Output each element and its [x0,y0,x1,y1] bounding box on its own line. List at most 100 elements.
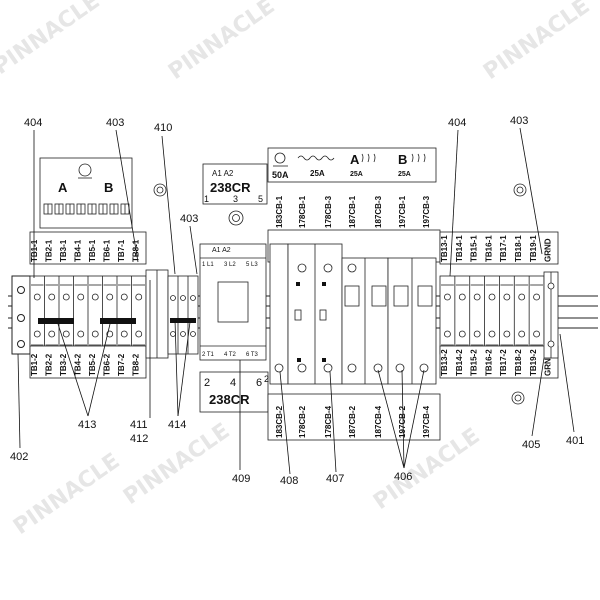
leader-lines [17,127,575,475]
terminal-label: TB1-1 [30,239,39,262]
jumper-bar [100,318,136,324]
breaker-label: 183CB-1 [275,195,284,228]
callout-404: 404 [24,117,42,129]
watermark: PINNACLE [479,0,594,85]
terminal-label: TB8-2 [132,353,141,376]
terminal-label: TB15-1 [470,235,479,262]
right-end-clamp [543,271,559,359]
label-strip-bottom-right [439,345,559,379]
terminal-label: TB19-1 [529,235,538,262]
terminal-label: TB2-2 [45,353,54,376]
relay-238cr [199,163,269,413]
terminal-label: TB5-2 [88,353,97,376]
terminal-label: TB14-1 [455,235,464,262]
callout-407: 407 [326,473,344,485]
breaker-label: 197CB-4 [422,405,431,438]
rating-amps: 25A [398,171,411,178]
terminal-label: TB13-1 [440,235,449,262]
terminal-label: TB6-2 [103,353,112,376]
label-strip-top-right [439,231,559,265]
breaker-label: 197CB-1 [398,195,407,228]
legend-label-a: A [58,180,68,195]
callout-413: 413 [78,419,96,431]
callout-403: 403 [510,115,528,127]
callout-411: 411 [130,419,148,431]
terminal-label: TB15-2 [470,349,479,376]
breaker-label: 183CB-2 [275,405,284,438]
rating-box [267,147,437,183]
terminal-label: TB18-2 [514,349,523,376]
terminal-label: TB3-1 [59,239,68,262]
terminal-label: TB7-1 [117,239,126,262]
terminal-label: TB4-1 [74,239,83,262]
callout-410: 410 [154,122,172,134]
relay-terminal: 1 L1 [202,262,214,268]
watermark: PINNACLE [0,0,104,80]
terminal-label: GRND [544,352,553,376]
relay-terminal: 4 T2 [224,352,237,358]
callout-404: 404 [448,117,466,129]
label-strip-top-left [29,231,147,265]
terminal-label: TB6-1 [103,239,112,262]
terminal-label: TB18-1 [514,235,523,262]
callout-403: 403 [106,117,124,129]
terminal-label: TB2-1 [45,239,54,262]
relay-name-bottom: 238CR [209,392,250,407]
relay-terminal: 3 L2 [224,262,236,268]
relay-num: 4 [230,377,236,389]
small-terminal-group [167,275,199,355]
breaker-label: 197CB-2 [398,405,407,438]
callout-409: 409 [232,473,250,485]
callout-406: 406 [394,471,412,483]
terminal-label: GRND [544,238,553,262]
terminal-label: TB17-1 [499,235,508,262]
right-terminal-blocks [439,275,545,355]
relay-num: 2 [204,377,210,389]
relay-num: 6 [256,377,262,389]
callout-412: 412 [130,433,148,445]
relay-num: 1 [204,194,209,204]
terminal-label: TB14-2 [455,349,464,376]
relay-coil-label: A1 A2 [212,169,234,178]
middle-end-stop [145,269,169,359]
breaker-label: 178CB-1 [298,195,307,228]
relay-terminal: 6 T3 [246,352,259,358]
breaker-label: 187CB-3 [374,195,383,228]
terminal-label: TB16-2 [484,349,493,376]
breaker-label: 178CB-2 [298,405,307,438]
callout-401: 401 [566,435,584,447]
jumper-bar [38,318,74,324]
rating-letter-a: A [350,152,360,167]
callout-414: 414 [168,419,186,431]
breaker-side-label: 2 [264,374,269,384]
terminal-label: TB5-1 [88,239,97,262]
terminal-label: TB1-2 [30,353,39,376]
relay-terminal: 2 T1 [202,352,215,358]
callout-405: 405 [522,439,540,451]
terminal-label: TB17-2 [499,349,508,376]
ab-legend-box [39,157,133,229]
callout-403: 403 [180,213,198,225]
relay-num: 3 [233,194,238,204]
rating-amps: 50A [272,170,289,180]
callout-402: 402 [10,451,28,463]
breaker-label: 178CB-4 [324,405,333,438]
watermark: PINNACLE [164,0,279,85]
breaker-handle-marks [296,282,326,362]
screw-icon [511,391,525,405]
relay-name-top: 238CR [210,180,251,195]
relay-num: 5 [258,194,263,204]
rating-amps: 25A [310,169,325,178]
legend-label-b: B [104,180,113,195]
breaker-label: 197CB-3 [422,195,431,228]
breaker-label: 178CB-3 [324,195,333,228]
terminal-label: TB4-2 [74,353,83,376]
label-strip-bottom-left [29,345,147,379]
terminal-label: TB3-2 [59,353,68,376]
breaker-label: 187CB-4 [374,405,383,438]
